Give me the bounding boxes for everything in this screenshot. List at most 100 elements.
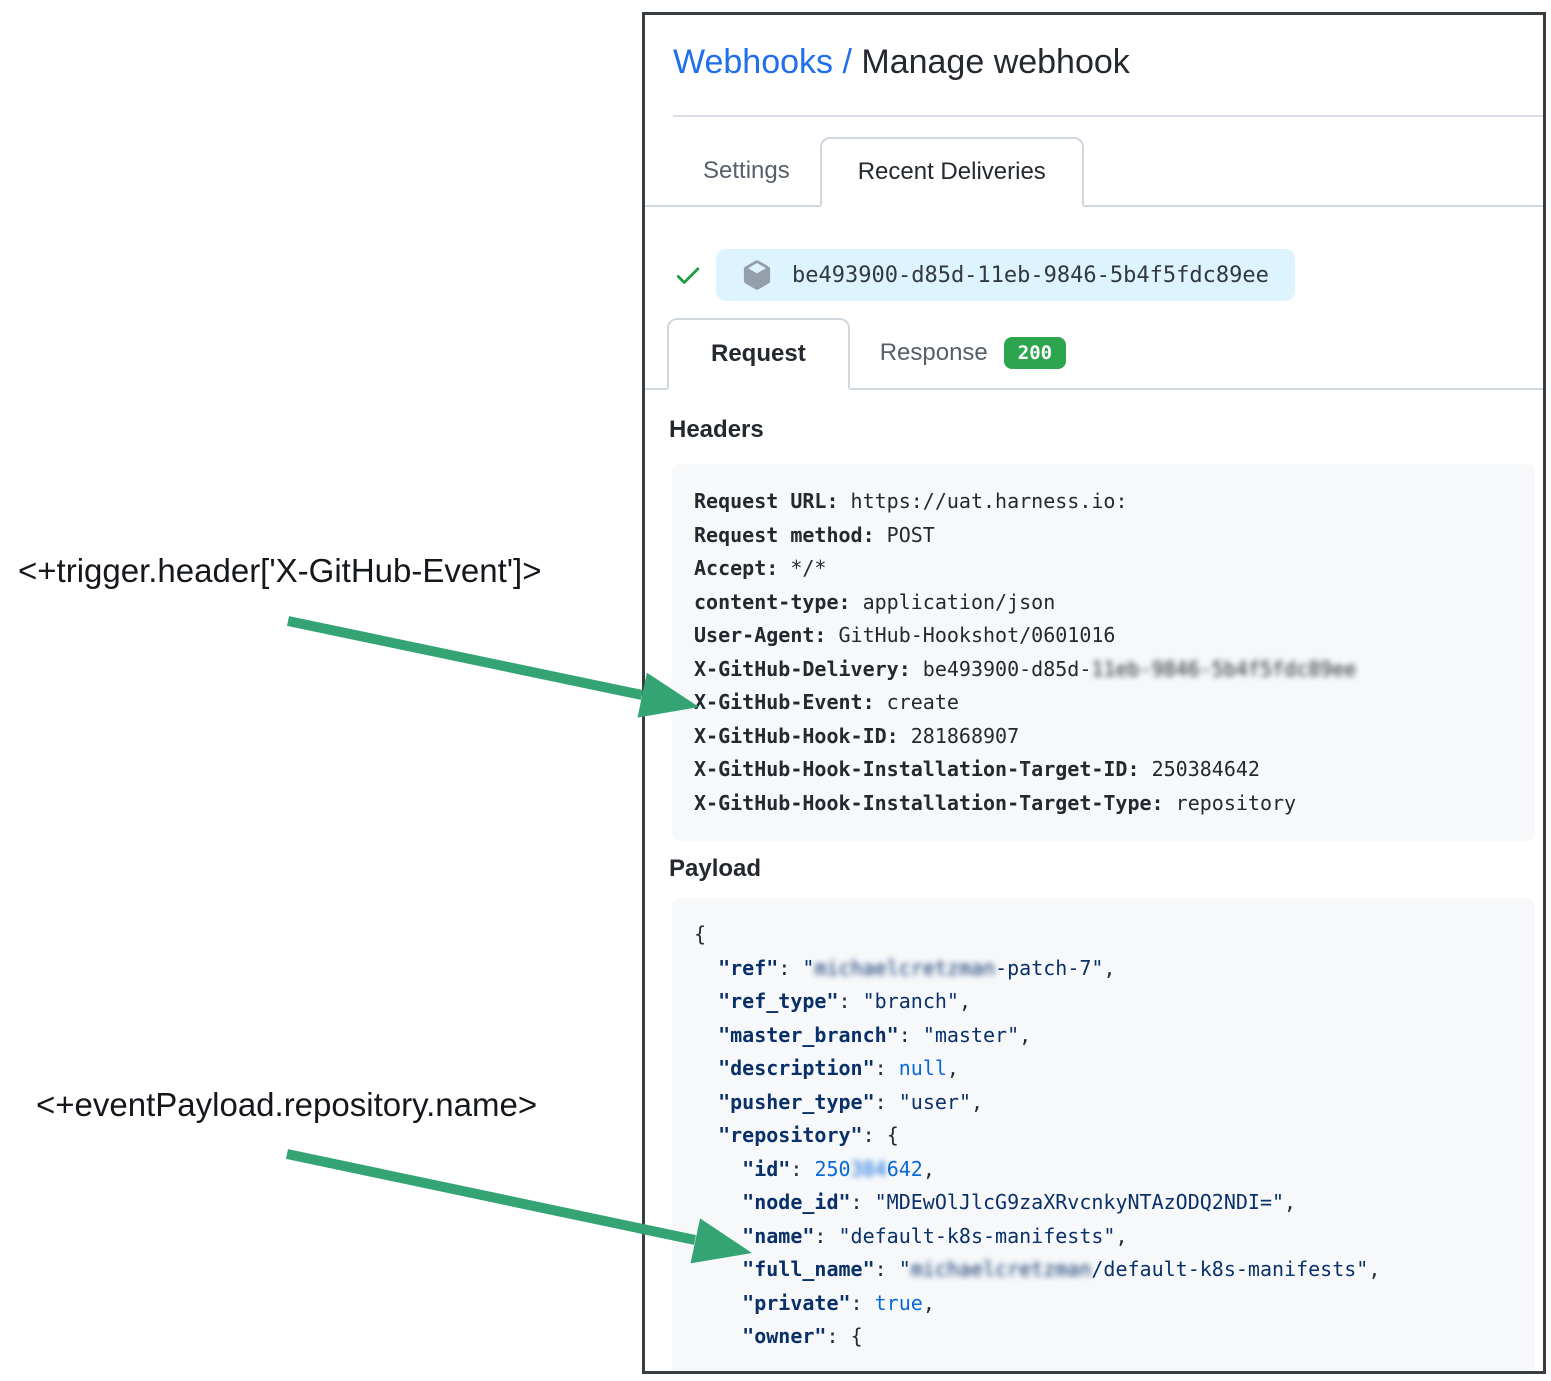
payload-token: "description" <box>718 1056 875 1080</box>
payload-token: michaelcretzman <box>814 955 996 980</box>
payload-box: { "ref": "michaelcretzman-patch-7", "ref… <box>672 898 1535 1371</box>
payload-line: "pusher_type": "user", <box>694 1086 1535 1120</box>
payload-line: "description": null, <box>694 1052 1535 1086</box>
payload-token <box>694 1023 718 1047</box>
header-value: */* <box>790 556 827 580</box>
title-divider <box>673 115 1543 117</box>
payload-line: "full_name": "michaelcretzman/default-k8… <box>694 1253 1535 1287</box>
payload-token: "node_id" <box>742 1190 851 1214</box>
payload-token: "branch" <box>862 989 959 1013</box>
header-label: Request URL: <box>694 489 839 513</box>
payload-token <box>694 1123 718 1147</box>
payload-token: "id" <box>742 1156 791 1181</box>
header-value: application/json <box>862 589 1056 614</box>
header-value: be493900-d85d- <box>922 656 1092 681</box>
payload-token: 250 <box>814 1156 851 1181</box>
header-label: X-GitHub-Delivery: <box>694 656 911 681</box>
payload-token: { <box>850 1324 863 1348</box>
payload-token <box>694 956 718 980</box>
payload-line: "ref": "michaelcretzman-patch-7", <box>694 952 1535 986</box>
payload-line: "repository": { <box>694 1119 1535 1153</box>
payload-line: "owner": { <box>694 1320 1535 1354</box>
header-row: Accept: */* <box>694 552 1535 586</box>
payload-token: "owner" <box>742 1324 827 1348</box>
payload-token: "user" <box>898 1089 971 1114</box>
header-label: X-GitHub-Hook-ID: <box>694 723 899 748</box>
payload-token: "repository" <box>718 1123 863 1147</box>
payload-token: "MDEwOlJlcG9zaXRvcnkyNTAzODQ2NDI=" <box>874 1190 1285 1214</box>
header-label: User-Agent: <box>694 623 827 647</box>
payload-line: "node_id": "MDEwOlJlcG9zaXRvcnkyNTAzODQ2… <box>694 1186 1535 1220</box>
payload-token: : <box>826 1324 851 1348</box>
payload-token: , <box>1284 1190 1297 1214</box>
payload-token <box>694 1090 718 1114</box>
payload-token <box>694 1257 742 1281</box>
payload-token <box>694 1056 718 1080</box>
payload-token: : <box>862 1123 887 1147</box>
payload-token: , <box>958 989 971 1013</box>
payload-token: : <box>874 1056 899 1080</box>
header-label: X-GitHub-Hook-Installation-Target-Type: <box>694 790 1164 815</box>
header-label: X-GitHub-Hook-Installation-Target-ID: <box>694 757 1140 781</box>
header-row: X-GitHub-Delivery: be493900-d85d-11eb-98… <box>694 653 1535 687</box>
delivery-row: be493900-d85d-11eb-9846-5b4f5fdc89ee <box>673 249 1543 301</box>
tab-recent-deliveries[interactable]: Recent Deliveries <box>819 137 1084 207</box>
payload-token: : <box>814 1223 839 1248</box>
payload-line: "name": "default-k8s-manifests", <box>694 1220 1535 1254</box>
header-row: X-GitHub-Event: create <box>694 686 1535 720</box>
response-status-badge: 200 <box>1003 336 1067 370</box>
delivery-guid: be493900-d85d-11eb-9846-5b4f5fdc89ee <box>792 262 1269 288</box>
payload-token: : <box>778 955 803 980</box>
payload-token: null <box>898 1056 947 1080</box>
payload-token: "master" <box>922 1022 1020 1047</box>
payload-token: : <box>898 1022 923 1047</box>
payload-token: "private" <box>742 1290 851 1315</box>
payload-token <box>694 1157 742 1181</box>
header-value: 11eb-9846-5b4f5fdc89ee <box>1091 656 1357 681</box>
header-label: Accept: <box>694 556 779 580</box>
payload-token: " <box>898 1257 911 1281</box>
payload-token: , <box>946 1056 959 1080</box>
package-icon <box>743 260 771 290</box>
breadcrumb: Webhooks / Manage webhook <box>673 41 1543 83</box>
payload-token <box>694 1324 742 1348</box>
breadcrumb-webhooks-link[interactable]: Webhooks / <box>673 43 852 81</box>
payload-token: 642 <box>886 1156 923 1181</box>
headers-section-title: Headers <box>669 416 764 443</box>
payload-token <box>694 989 718 1013</box>
main-tabs: Settings Recent Deliveries <box>645 137 1543 207</box>
tab-response-label: Response <box>879 339 988 366</box>
payload-token: { <box>694 922 707 946</box>
delivery-guid-pill[interactable]: be493900-d85d-11eb-9846-5b4f5fdc89ee <box>716 249 1295 301</box>
tab-settings[interactable]: Settings <box>703 157 790 184</box>
payload-token <box>694 1291 742 1315</box>
check-icon <box>676 267 700 284</box>
payload-token: "master_branch" <box>718 1022 899 1047</box>
payload-token: 384 <box>850 1156 887 1181</box>
tab-response[interactable]: Response 200 <box>850 318 1096 388</box>
payload-line: "private": true, <box>694 1287 1535 1321</box>
page-title: Manage webhook <box>861 43 1130 81</box>
payload-token: "full_name" <box>742 1257 875 1281</box>
payload-token: , <box>922 1290 935 1315</box>
payload-token: : <box>850 1190 875 1214</box>
header-row: Request URL: https://uat.harness.io: <box>694 485 1535 519</box>
payload-token: "pusher_type" <box>718 1089 875 1114</box>
payload-token: " <box>802 955 815 980</box>
payload-token: : <box>838 989 863 1013</box>
header-value: create <box>886 690 959 714</box>
headers-box: Request URL: https://uat.harness.io:Requ… <box>672 464 1535 841</box>
payload-token: "name" <box>742 1223 815 1248</box>
payload-token: , <box>1115 1223 1128 1248</box>
payload-token: -patch-7" <box>995 955 1104 980</box>
payload-token: , <box>970 1089 984 1114</box>
tab-request[interactable]: Request <box>667 318 850 390</box>
header-label: content-type: <box>694 589 851 614</box>
payload-token: "ref" <box>718 955 779 980</box>
payload-token <box>694 1190 742 1214</box>
payload-token <box>694 1224 742 1248</box>
payload-token: { <box>886 1123 899 1147</box>
payload-token: , <box>922 1156 935 1181</box>
header-value: repository <box>1175 790 1297 815</box>
header-row: X-GitHub-Hook-Installation-Target-Type: … <box>694 787 1535 821</box>
